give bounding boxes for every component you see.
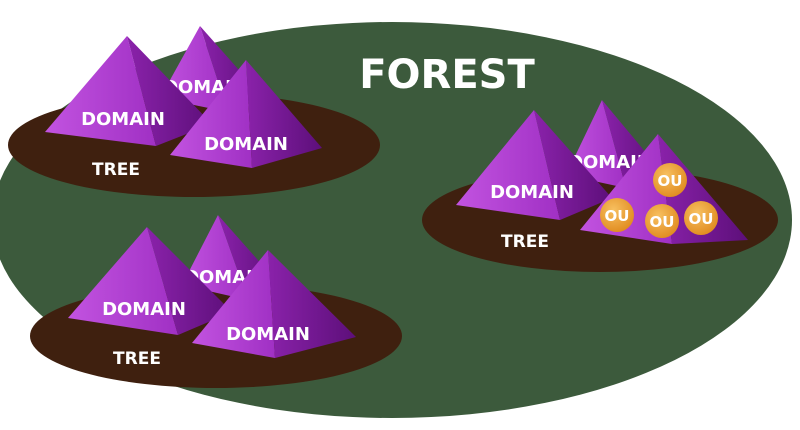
tree-1: DOMAIN DOMAIN DOMAIN TREE — [8, 26, 380, 197]
tree-label: TREE — [501, 232, 549, 252]
ou-circle: OU — [653, 163, 687, 197]
domain-pyramid: DOMAIN — [192, 250, 356, 358]
domain-pyramid: DOMAIN — [456, 110, 612, 220]
ou-circle: OU — [600, 198, 634, 232]
domain-pyramid: DOMAIN — [170, 60, 322, 168]
domain-pyramid: DOMAIN — [68, 227, 232, 335]
domain-pyramid: DOMAIN — [45, 36, 212, 146]
domain-label: DOMAIN — [226, 324, 310, 345]
domain-label: DOMAIN — [81, 109, 165, 130]
ou-label: OU — [605, 207, 630, 225]
ou-circle: OU — [645, 204, 679, 238]
tree-2: DOMAIN DOMAIN DOMAIN TREE — [30, 215, 402, 388]
ou-label: OU — [689, 210, 714, 228]
tree-3: DOMAIN DOMAIN OU OU OU OU TREE — [422, 100, 778, 272]
ou-circle: OU — [684, 201, 718, 235]
tree-label: TREE — [92, 160, 140, 180]
domain-label: DOMAIN — [102, 299, 186, 320]
domain-label: DOMAIN — [490, 182, 574, 203]
domain-label: DOMAIN — [204, 134, 288, 155]
tree-label: TREE — [113, 349, 161, 369]
forest-title: FOREST — [359, 52, 535, 98]
ou-label: OU — [650, 213, 675, 231]
ou-label: OU — [658, 172, 683, 190]
